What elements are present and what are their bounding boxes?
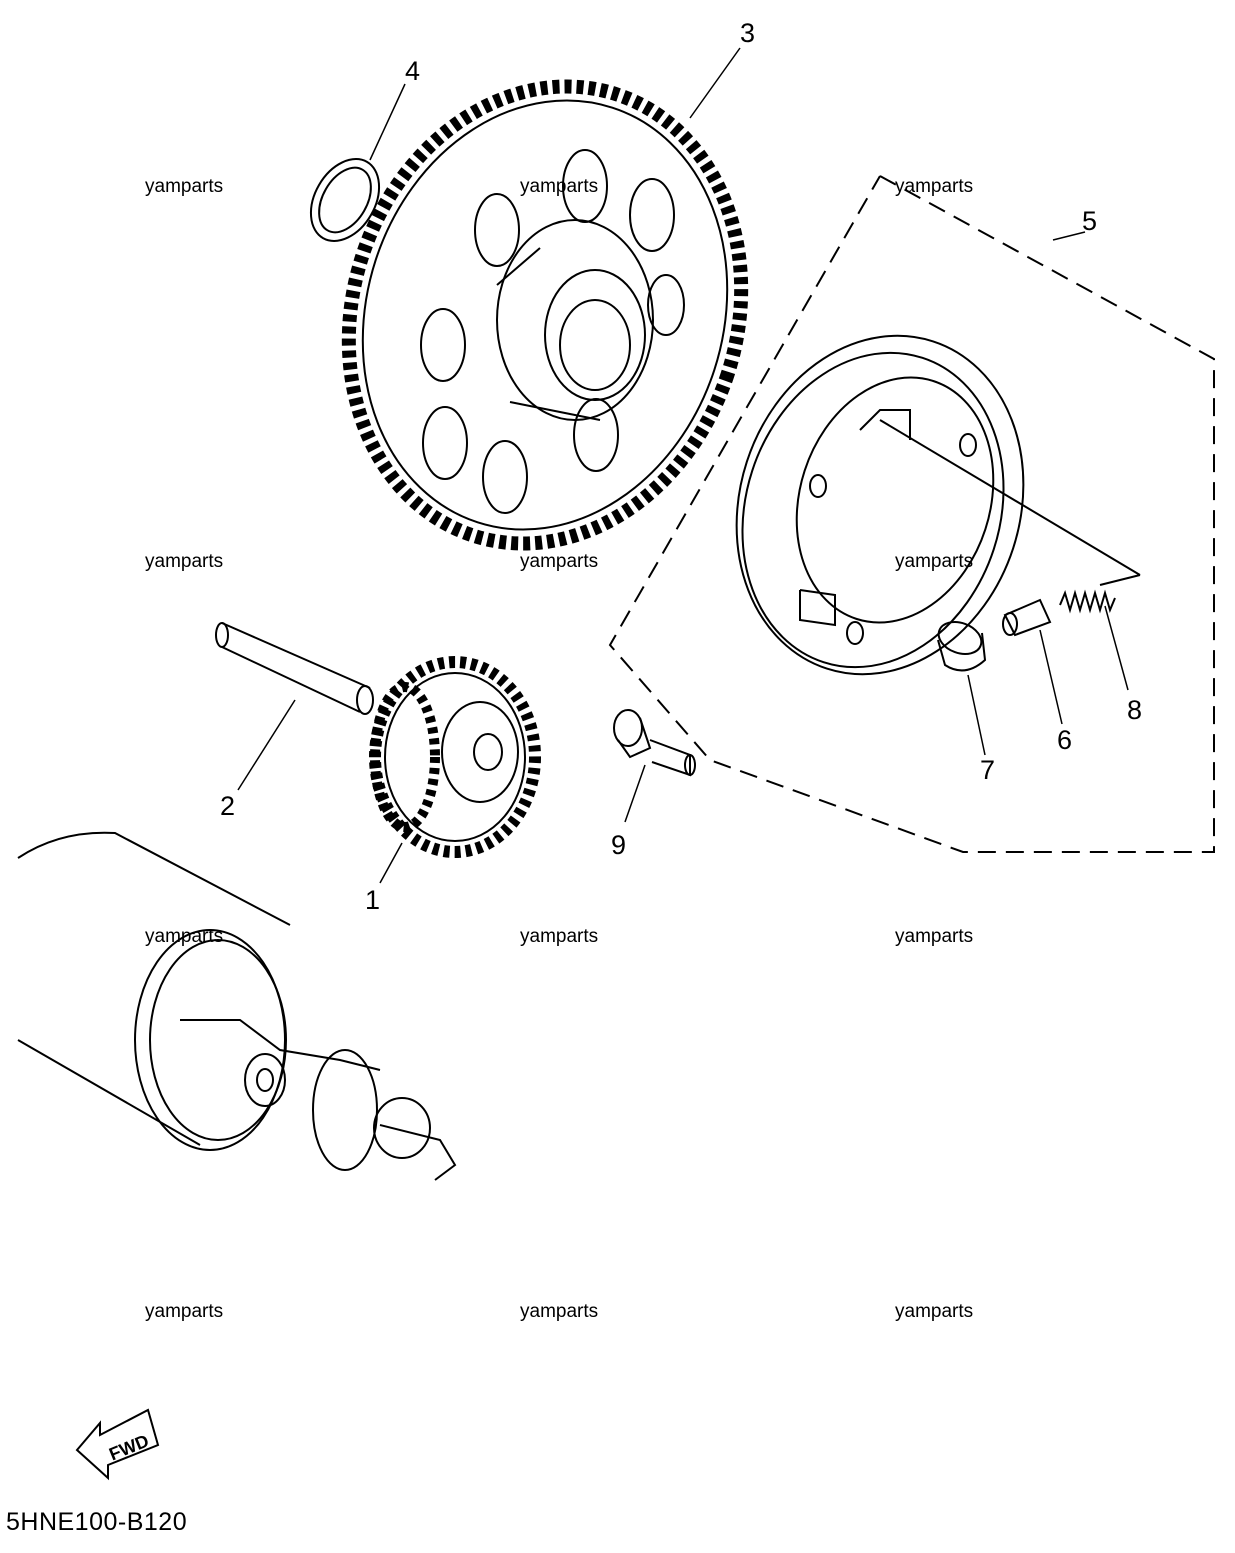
callout-1: 1	[365, 885, 381, 915]
callout-8: 8	[1127, 695, 1143, 725]
callout-5: 5	[1082, 206, 1098, 236]
fwd-arrow	[75, 1408, 160, 1481]
watermark: yamparts	[145, 1301, 224, 1322]
diagram-code: 5HNE100-B120	[6, 1508, 188, 1536]
watermark: yamparts	[895, 1301, 974, 1322]
watermark: yamparts	[520, 1301, 599, 1322]
washer-part-4	[309, 158, 381, 242]
callout-7: 7	[980, 755, 996, 785]
leader-lines	[237, 47, 1129, 884]
fwd-label: FWD	[106, 1431, 151, 1465]
crankshaft	[17, 831, 457, 1181]
callout-3: 3	[740, 18, 756, 48]
assembly-boundary-part-5	[608, 175, 1215, 853]
shaft-part-2	[215, 622, 374, 715]
callout-4: 4	[405, 56, 421, 86]
watermark: yamparts	[895, 176, 974, 197]
bolt-part-9	[613, 709, 696, 777]
watermark: yamparts	[520, 926, 599, 947]
watermark: yamparts	[145, 176, 224, 197]
callout-6: 6	[1057, 725, 1073, 755]
clutch-housing-part-5	[735, 334, 1141, 676]
watermark: yamparts	[895, 551, 974, 572]
watermark: yamparts	[520, 176, 599, 197]
watermark: yamparts	[895, 926, 974, 947]
spring-part-8	[1059, 589, 1116, 614]
watermark: yamparts	[145, 551, 224, 572]
roller-part-6	[1002, 598, 1052, 637]
callout-9: 9	[611, 830, 627, 860]
callout-2: 2	[220, 791, 236, 821]
watermark: yamparts	[145, 926, 224, 947]
small-gear-part-1	[369, 656, 541, 858]
cap-part-7	[937, 621, 987, 672]
watermark: yamparts	[520, 551, 599, 572]
large-gear-part-3	[341, 79, 749, 551]
